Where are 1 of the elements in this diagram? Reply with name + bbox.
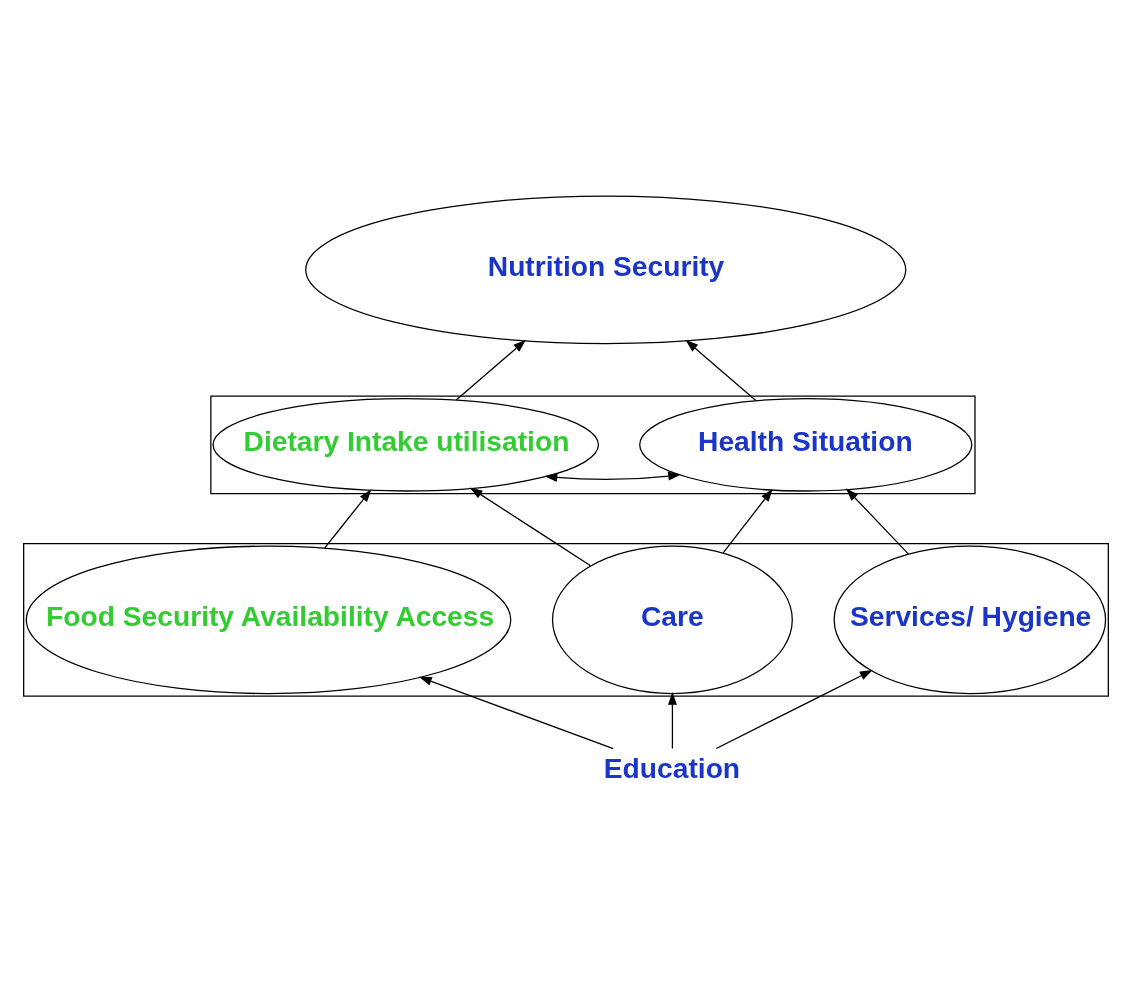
node-text: Education [603, 751, 741, 784]
